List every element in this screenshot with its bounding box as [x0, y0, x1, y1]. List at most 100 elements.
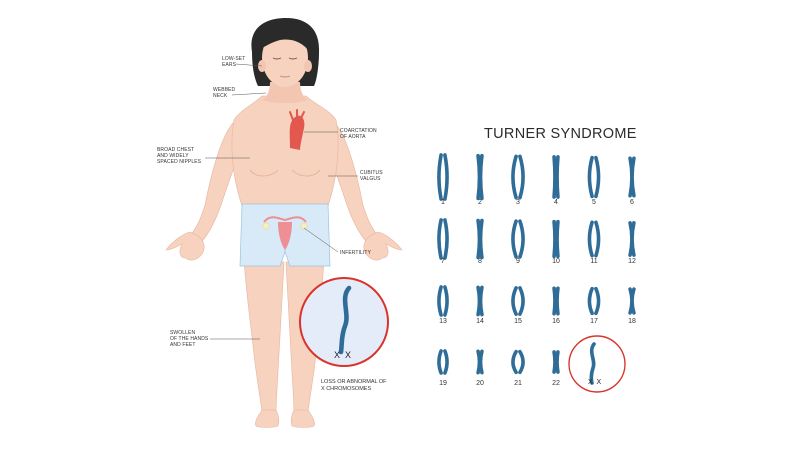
aorta-branches [289, 109, 305, 121]
chromosome-number-2: 2 [478, 199, 482, 206]
chromosome-9 [511, 219, 525, 259]
chromatid [552, 286, 557, 316]
chromosome-22 [552, 350, 560, 374]
chromatid [630, 156, 636, 198]
left-leg [243, 259, 285, 413]
chromatid [478, 349, 484, 375]
chromosome-number-10: 10 [552, 258, 560, 265]
leader-lines [205, 63, 358, 340]
chromosome-14 [476, 285, 484, 317]
mouth [279, 75, 291, 78]
chromatid [594, 220, 601, 258]
swollen-label: SWOLLEN OF THE HANDS AND FEET [170, 330, 209, 349]
hair-fringe [262, 27, 311, 52]
big-circle-x-marks: X X [334, 350, 352, 360]
chromosome-number-6: 6 [630, 199, 634, 206]
chromatid [594, 286, 601, 316]
chromatid [478, 153, 484, 201]
chromatid [587, 155, 594, 199]
chromosome-number-16: 16 [552, 318, 560, 325]
face [262, 29, 308, 87]
chromosome-3 [511, 154, 525, 200]
chromatid [594, 155, 601, 199]
webbed-neck-label: WEBBED NECK [213, 87, 236, 100]
chromatid [478, 218, 484, 260]
coarctation-label: COARCTATION OF AORTA [340, 128, 377, 141]
chromatid [518, 219, 525, 259]
chromosome-number-22: 22 [552, 380, 560, 387]
chromosome-1 [437, 153, 449, 201]
chromatid [555, 219, 560, 259]
chromosome-number-5: 5 [592, 199, 596, 206]
chromatid [630, 221, 636, 257]
chromosome-20 [476, 349, 484, 375]
chromosome-number-7: 7 [441, 258, 445, 265]
chromosome-number-13: 13 [439, 318, 447, 325]
cubitus-valgus-label: CUBITUS VALGUS [360, 170, 383, 183]
diagram-title: TURNER SYNDROME [484, 126, 637, 142]
chromosome-21 [511, 349, 525, 375]
chromosome-number-12: 12 [628, 258, 636, 265]
right-ear [304, 60, 312, 72]
chromosome-number-8: 8 [478, 258, 482, 265]
eyes [272, 57, 298, 60]
chromatid [555, 286, 560, 316]
human-figure [165, 18, 403, 428]
zoom-circle [299, 277, 389, 367]
chromatid [630, 287, 636, 315]
loss-x-caption: LOSS OR ABNORMAL OF X CHROMOSOMES [321, 379, 387, 392]
chromosome-number-15: 15 [514, 318, 522, 325]
chromosome-6 [628, 156, 636, 198]
chromosome-number-1: 1 [441, 199, 445, 206]
uterus [262, 216, 308, 250]
chromatid [552, 155, 557, 199]
chromosome-11 [587, 220, 601, 258]
chromosome-18 [628, 287, 636, 315]
sex-chromosome-circle [568, 335, 626, 393]
torso [231, 95, 339, 213]
chromatid [511, 154, 518, 200]
single-x-chromosome [589, 342, 596, 385]
chromosome-number-20: 20 [476, 380, 484, 387]
chest-contour [249, 169, 321, 177]
infertility-label: INFERTILITY [340, 250, 372, 256]
chromosome-number-17: 17 [590, 318, 598, 325]
chromatid [587, 220, 594, 258]
chromosome-15 [511, 286, 525, 316]
karyotype [437, 153, 636, 375]
chromatid [511, 286, 518, 316]
left-hand [165, 231, 205, 261]
aorta [289, 115, 305, 150]
chromatid [518, 286, 525, 316]
neck [262, 82, 308, 103]
chromatid [443, 153, 449, 201]
chromatid [518, 349, 525, 375]
chromosome-16 [552, 286, 560, 316]
chromosome-10 [552, 219, 560, 259]
chromatid [587, 286, 594, 316]
chromatid [511, 219, 518, 259]
chromatid [511, 349, 518, 375]
chromatid [437, 153, 443, 201]
chromosome-number-18: 18 [628, 318, 636, 325]
chromosome-number-14: 14 [476, 318, 484, 325]
chromosome-number-4: 4 [554, 199, 558, 206]
chromosome-number-3: 3 [516, 199, 520, 206]
chromatid [437, 218, 443, 260]
chromatid [555, 350, 560, 374]
chromosome-8 [476, 218, 484, 260]
chromosome-2 [476, 153, 484, 201]
right-foot [290, 409, 315, 428]
chromosome-number-11: 11 [590, 258, 598, 265]
chromosome-7 [437, 218, 449, 260]
chromosome-12 [628, 221, 636, 257]
low-set-ears-label: LOW-SET EARS [222, 56, 246, 69]
chromosome-number-21: 21 [514, 380, 522, 387]
chromatid [437, 349, 443, 375]
chromosome-5 [587, 155, 601, 199]
chromatid [478, 285, 484, 317]
chromosome-number-19: 19 [439, 380, 447, 387]
left-foot [255, 409, 280, 428]
chromatid [443, 218, 449, 260]
